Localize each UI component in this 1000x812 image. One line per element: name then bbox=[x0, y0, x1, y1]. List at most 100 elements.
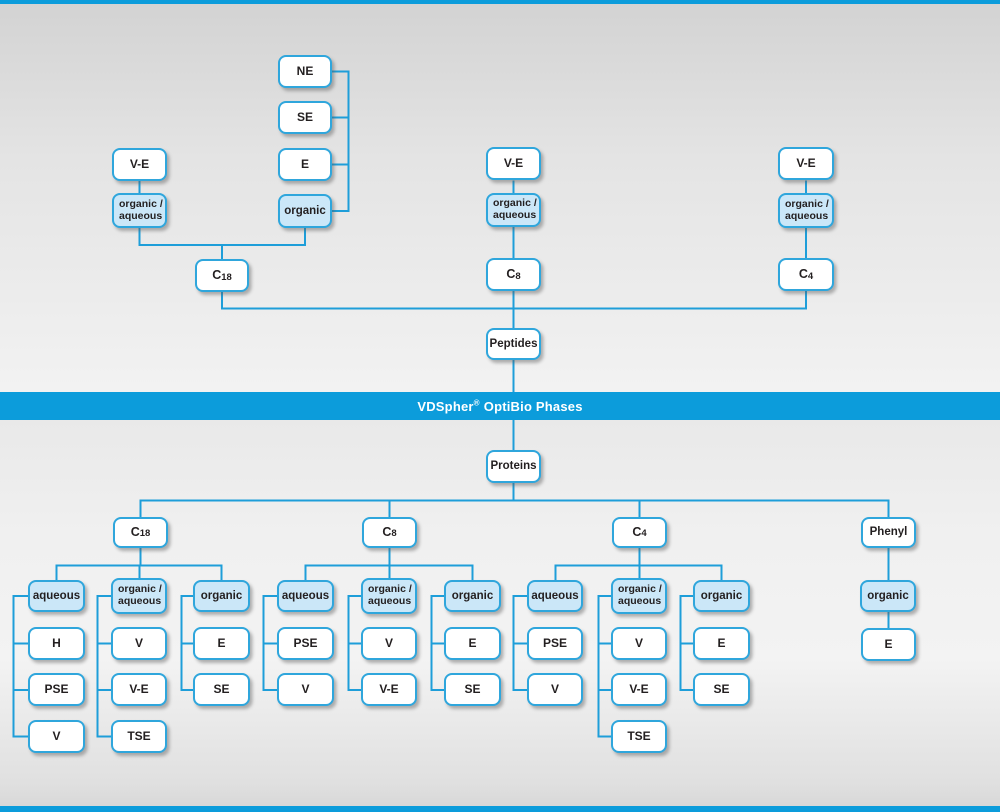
brand-name: VDSpher bbox=[417, 398, 474, 414]
node-peptides-root: Peptides bbox=[486, 328, 541, 360]
node-label: V bbox=[550, 681, 559, 696]
node-c4-organic-aqueous: organic / aqueous bbox=[611, 578, 667, 614]
node-c8-organic-child-e: E bbox=[444, 627, 501, 660]
node-label: organic bbox=[200, 589, 243, 602]
node-label: C bbox=[212, 267, 222, 282]
node-c4-aqueous: aqueous bbox=[527, 580, 583, 612]
node-label: SE bbox=[713, 681, 730, 696]
node-label: organic bbox=[451, 589, 494, 602]
node-label: E bbox=[884, 636, 893, 651]
node-phenyl-organic: organic bbox=[860, 580, 916, 612]
node-ve-mid: V-E bbox=[486, 147, 541, 180]
banner-title: VDSpher®OptiBio Phases bbox=[417, 399, 582, 414]
node-label: V-E bbox=[379, 681, 399, 696]
node-label-subscript: 8 bbox=[515, 270, 521, 282]
node-label: V-E bbox=[503, 155, 524, 170]
node-c18-organic-child-e: E bbox=[193, 627, 250, 660]
node-c18-oa-child-tse: TSE bbox=[111, 720, 167, 753]
node-label: aqueous bbox=[531, 589, 579, 602]
node-c18-oa-child-v: V bbox=[111, 627, 167, 660]
node-label: E bbox=[217, 635, 226, 650]
node-label: C bbox=[506, 266, 516, 281]
node-label: PSE bbox=[542, 635, 567, 650]
node-label: organic / aqueous bbox=[119, 197, 163, 222]
node-c18-aqueous-child-pse: PSE bbox=[28, 673, 85, 706]
node-c8-aqueous: aqueous bbox=[277, 580, 334, 612]
node-c8-organic-child-se: SE bbox=[444, 673, 501, 706]
node-label: aqueous bbox=[281, 589, 330, 602]
node-label: C bbox=[382, 524, 392, 539]
top-accent-bar bbox=[0, 0, 1000, 4]
node-label: PSE bbox=[293, 635, 318, 650]
node-ne: NE bbox=[278, 55, 332, 88]
node-c18-organic-aqueous: organic / aqueous bbox=[111, 578, 167, 614]
node-label: TSE bbox=[627, 728, 651, 743]
node-label-subscript: 4 bbox=[641, 527, 647, 539]
node-proteins-root: Proteins bbox=[486, 450, 541, 483]
node-label: Proteins bbox=[490, 460, 537, 473]
node-label: V bbox=[634, 635, 643, 650]
node-label: organic / aqueous bbox=[368, 583, 412, 607]
node-label: C bbox=[130, 524, 140, 539]
node-label: V bbox=[134, 635, 143, 650]
node-label: SE bbox=[464, 681, 481, 696]
node-label: organic bbox=[867, 589, 909, 602]
title-banner: VDSpher®OptiBio Phases bbox=[0, 392, 1000, 420]
node-c18-aqueous-child-h: H bbox=[28, 627, 85, 660]
node-label: organic / aqueous bbox=[785, 197, 829, 222]
node-label: E bbox=[717, 635, 726, 650]
node-organic-aqueous-mid: organic / aqueous bbox=[486, 193, 541, 227]
node-c8-oa-child-ve: V-E bbox=[361, 673, 417, 706]
node-label-subscript: 4 bbox=[807, 270, 814, 282]
node-organic-aqueous-right: organic / aqueous bbox=[778, 193, 834, 228]
node-label: V-E bbox=[129, 681, 149, 696]
bottom-accent-bar bbox=[0, 806, 1000, 812]
node-label: organic / aqueous bbox=[118, 583, 162, 607]
node-label-subscript: 8 bbox=[391, 527, 397, 539]
node-c4-oa-child-ve: V-E bbox=[611, 673, 667, 706]
node-c4-organic-child-se: SE bbox=[693, 673, 750, 706]
node-c8-organic: organic bbox=[444, 580, 501, 612]
node-label: Phenyl bbox=[869, 526, 908, 539]
node-label: TSE bbox=[127, 728, 151, 743]
node-label: C bbox=[798, 266, 808, 281]
node-c4-organic: organic bbox=[693, 580, 750, 612]
node-c4-oa-child-tse: TSE bbox=[611, 720, 667, 753]
node-c8-organic-aqueous: organic / aqueous bbox=[361, 578, 417, 614]
node-ve-right: V-E bbox=[778, 147, 834, 180]
node-c4-oa-child-v: V bbox=[611, 627, 667, 660]
node-label: organic / aqueous bbox=[493, 197, 537, 221]
node-label: V bbox=[384, 635, 393, 650]
node-label: E bbox=[300, 156, 309, 171]
node-label-subscript: 18 bbox=[139, 527, 151, 539]
node-label: SE bbox=[213, 681, 230, 696]
node-label-subscript: 18 bbox=[221, 271, 232, 283]
node-label: V bbox=[52, 728, 61, 743]
node-c8-aqueous-child-v: V bbox=[277, 673, 334, 706]
node-label: V-E bbox=[629, 681, 649, 696]
node-label: Peptides bbox=[489, 337, 538, 350]
node-phenyl: Phenyl bbox=[861, 517, 916, 548]
node-c18-aqueous-child-v: V bbox=[28, 720, 85, 753]
node-e: E bbox=[278, 148, 332, 181]
node-se: SE bbox=[278, 101, 332, 134]
node-label: SE bbox=[296, 109, 313, 124]
node-label: C bbox=[632, 524, 642, 539]
node-label: E bbox=[468, 635, 477, 650]
node-label: organic bbox=[700, 589, 743, 602]
node-ve-left: V-E bbox=[112, 148, 167, 181]
node-c4-organic-child-e: E bbox=[693, 627, 750, 660]
node-label: organic / aqueous bbox=[618, 583, 662, 607]
node-label: H bbox=[52, 635, 61, 650]
node-c4-aqueous-child-v: V bbox=[527, 673, 583, 706]
node-c8-aqueous-child-pse: PSE bbox=[277, 627, 334, 660]
banner-title-suffix: OptiBio Phases bbox=[483, 398, 583, 414]
node-label: V bbox=[301, 681, 310, 696]
